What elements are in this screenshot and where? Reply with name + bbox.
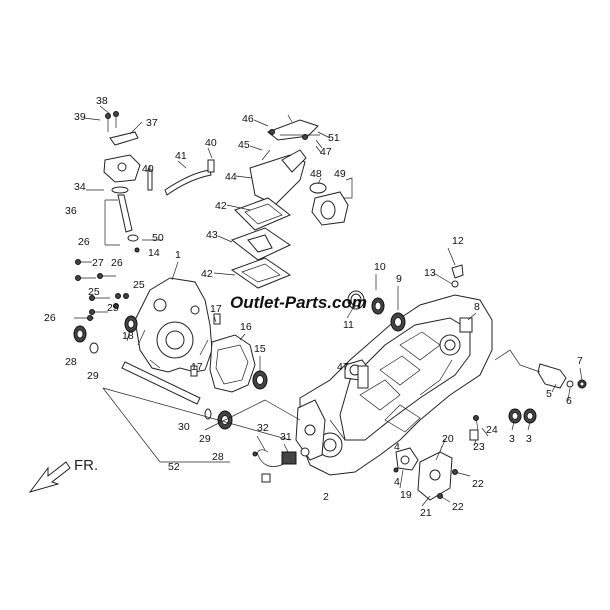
callout-3b: 3: [526, 433, 532, 445]
callout-labels: 1 2 3 3 4 4 5 6 7 8 9 10 11 12 13 14 15 …: [44, 95, 583, 519]
callout-36: 36: [65, 205, 77, 217]
callout-48: 48: [310, 168, 322, 180]
callout-40a: 40: [142, 163, 154, 175]
callout-31: 31: [280, 431, 292, 443]
callout-13: 13: [424, 267, 436, 279]
callout-28b: 28: [212, 451, 224, 463]
callout-50: 50: [152, 232, 164, 244]
callout-52: 52: [168, 461, 180, 473]
callout-5: 5: [546, 388, 552, 400]
callout-22a: 22: [472, 478, 484, 490]
callout-7: 7: [577, 355, 583, 367]
front-direction-arrow: FR.: [28, 457, 98, 493]
right-small-parts: [469, 363, 587, 441]
callout-4b: 4: [394, 476, 400, 488]
callout-6: 6: [566, 395, 572, 407]
callout-29b: 29: [199, 433, 211, 445]
left-bolts: [74, 259, 129, 321]
callout-25c: 25: [133, 279, 145, 291]
callout-24: 24: [486, 424, 498, 436]
callout-22b: 22: [452, 501, 464, 513]
watermark: Outlet-Parts.com: [230, 293, 367, 312]
callout-15: 15: [254, 343, 266, 355]
oil-strainer-group: [103, 111, 153, 253]
callout-9: 9: [396, 273, 402, 285]
right-crankcase-half: [295, 294, 493, 476]
callout-28a: 28: [65, 356, 77, 368]
starter-group: [393, 447, 471, 503]
callout-25b: 25: [107, 302, 119, 314]
left-crankcase-half: [134, 277, 213, 373]
callout-46: 46: [242, 113, 254, 125]
callout-12: 12: [452, 235, 464, 247]
callout-21: 21: [420, 507, 432, 519]
direction-label: FR.: [74, 457, 98, 474]
callout-30: 30: [178, 421, 190, 433]
callout-41: 41: [175, 150, 187, 162]
callout-26c: 26: [44, 312, 56, 324]
callout-49: 49: [334, 168, 346, 180]
callout-3a: 3: [509, 433, 515, 445]
sensor-group: [252, 449, 297, 483]
callout-25a: 25: [88, 286, 100, 298]
callout-4a: 4: [394, 441, 400, 453]
callout-45: 45: [238, 139, 250, 151]
callout-29a: 29: [87, 370, 99, 382]
callout-26b: 26: [111, 257, 123, 269]
callout-16: 16: [240, 321, 252, 333]
callout-2: 2: [323, 491, 329, 503]
callout-51: 51: [328, 132, 340, 144]
callout-14: 14: [148, 247, 160, 259]
callout-17b: 17: [191, 361, 203, 373]
callout-42a: 42: [215, 200, 227, 212]
leader-lines: [102, 134, 541, 463]
callout-19: 19: [400, 489, 412, 501]
callout-10: 10: [374, 261, 386, 273]
callout-8: 8: [474, 301, 480, 313]
callout-1: 1: [175, 249, 181, 261]
callout-47a: 47: [320, 146, 332, 158]
callout-39: 39: [74, 111, 86, 123]
callout-37: 37: [146, 117, 158, 129]
callout-40b: 40: [205, 137, 217, 149]
callout-42b: 42: [201, 268, 213, 280]
callout-18: 18: [122, 330, 134, 342]
callout-32: 32: [257, 422, 269, 434]
callout-44: 44: [225, 171, 237, 183]
callout-26a: 26: [78, 236, 90, 248]
callout-17a: 17: [210, 303, 222, 315]
callout-20: 20: [442, 433, 454, 445]
breather-hose: [164, 159, 215, 196]
callout-27: 27: [92, 257, 104, 269]
callout-leaders: [83, 105, 583, 507]
crankcase-gasket: [209, 334, 256, 393]
kick-shaft: [121, 361, 201, 405]
callout-43: 43: [206, 229, 218, 241]
right-seals: [347, 264, 473, 389]
callout-23: 23: [473, 441, 485, 453]
callout-47b: 47: [337, 361, 349, 373]
callout-11: 11: [343, 319, 354, 331]
callout-38: 38: [96, 95, 108, 107]
callout-34: 34: [74, 181, 86, 193]
